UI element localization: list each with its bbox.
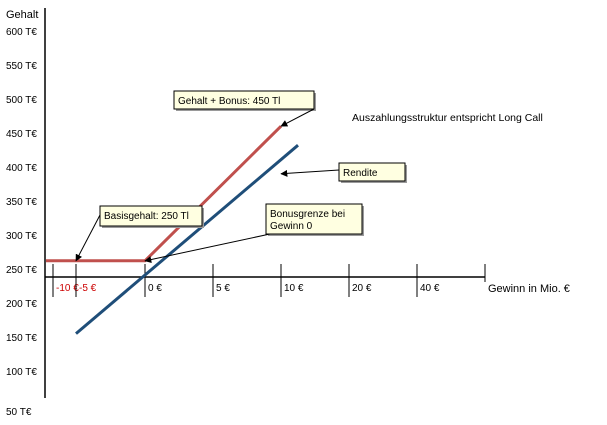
callout-layer: Gehalt + Bonus: 450 Tl RenditeBasisgehalt…: [75, 90, 407, 263]
y-tick-label: 200 T€: [6, 299, 37, 310]
series-layer: [46, 125, 299, 335]
callout-leader: [280, 169, 340, 177]
callout-text: Rendite: [343, 168, 378, 179]
x-tick-label: -10 €: [56, 283, 79, 294]
callout-text: Gewinn 0: [270, 221, 313, 232]
y-tick-label: 50 T€: [6, 407, 32, 418]
y-tick-label: 400 T€: [6, 163, 37, 174]
x-tick-label: 20 €: [352, 283, 372, 294]
callout-leader: [75, 214, 101, 262]
callout-box: [265, 203, 363, 235]
y-tick-label: 300 T€: [6, 231, 37, 242]
callout-leader: [144, 233, 271, 263]
y-tick-label: 600 T€: [6, 27, 37, 38]
x-tick-label: 5 €: [216, 283, 230, 294]
callout-text: Gehalt + Bonus: 450 Tl: [178, 96, 280, 107]
y-tick-label: 150 T€: [6, 333, 37, 344]
series-line: [75, 144, 299, 335]
x-tick-label: 0 €: [148, 283, 162, 294]
y-tick-label: 100 T€: [6, 367, 37, 378]
y-tick-label: 350 T€: [6, 197, 37, 208]
x-tick-label: -5 €: [79, 283, 97, 294]
callout-text: Basisgehalt: 250 Tl: [104, 211, 189, 222]
y-axis-title: Gehalt: [6, 9, 38, 21]
y-tick-label: 500 T€: [6, 95, 37, 106]
callout-1: Gehalt + Bonus: 450 Tl: [173, 90, 316, 127]
x-axis-title: Gewinn in Mio. €: [488, 283, 570, 295]
y-tick-label: 450 T€: [6, 129, 37, 140]
callout-leader: [280, 108, 315, 127]
callout-box: [338, 162, 406, 182]
x-tick-label: 10 €: [284, 283, 304, 294]
callout-2: Rendite: [280, 162, 407, 183]
y-tick-label: 250 T€: [6, 265, 37, 276]
y-tick-label: 550 T€: [6, 61, 37, 72]
series-line: [46, 125, 283, 263]
callout-3: Basisgehalt: 250 Tl: [75, 205, 204, 262]
callout-box: [173, 90, 315, 110]
axes: 600 T€ 550 T€ 500 T€ 450 T€ 400 T€ 350 T€ 300 …: [6, 8, 486, 418]
x-tick-label: 40 €: [420, 283, 440, 294]
chart-annotation: Auszahlungsstruktur entspricht Long Call: [352, 112, 543, 124]
callout-text: Bonusgrenze bei: [270, 209, 345, 220]
